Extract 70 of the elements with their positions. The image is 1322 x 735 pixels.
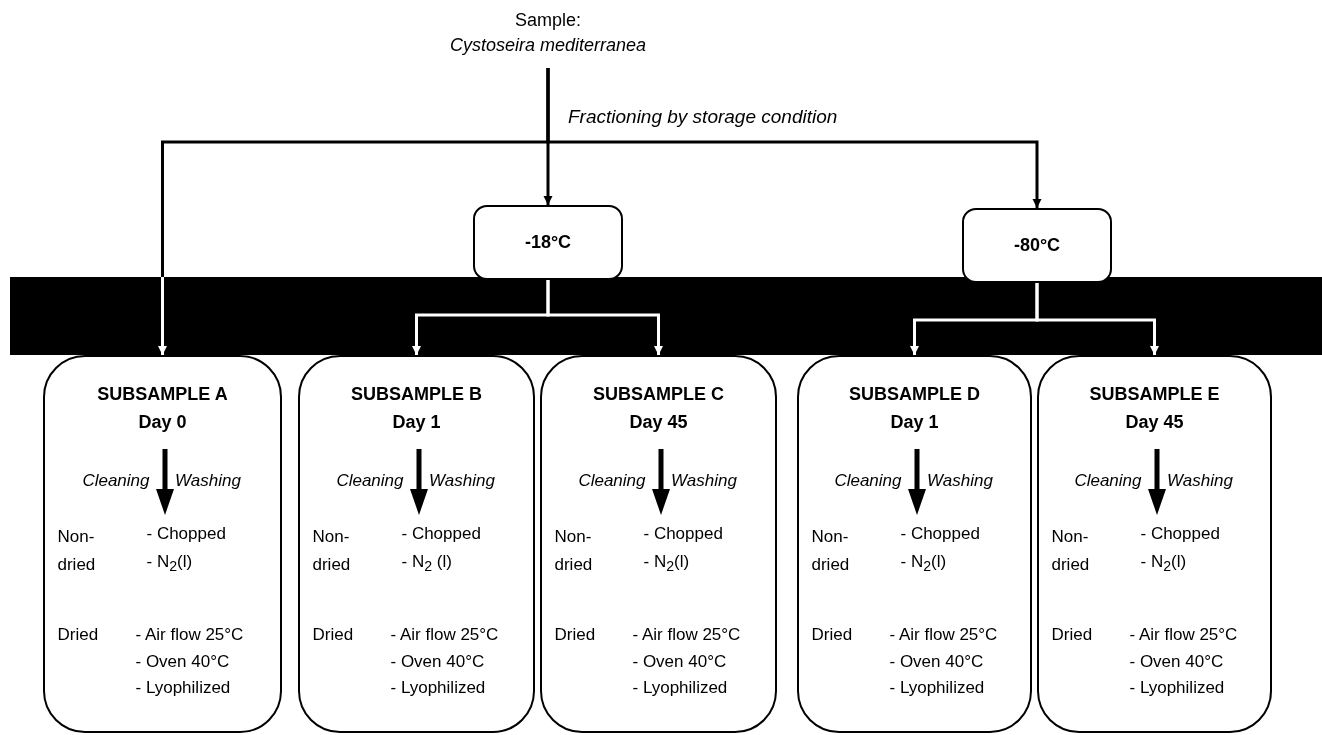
storage-box (962, 208, 1112, 283)
condition-label: Non-dried (1051, 526, 1091, 576)
arrow (1035, 283, 1159, 355)
treatment-item: - N$_{2}$(l) (900, 551, 947, 577)
treatment-item: - Chopped (1140, 523, 1220, 545)
step-label: Washing (429, 470, 495, 492)
condition-label: Dried (811, 624, 853, 646)
treatment-item: - Oven 40°C (1129, 651, 1224, 673)
day-label: Day 1 (391, 411, 442, 433)
subsample-card (1037, 355, 1272, 733)
arrow (546, 68, 1042, 208)
treatment-item: - Lyophilized (632, 677, 728, 699)
treatment-item: - Oven 40°C (889, 651, 984, 673)
arrow (546, 280, 663, 355)
treatment-item: - Oven 40°C (390, 651, 485, 673)
subsample-title: SUBSAMPLE A (96, 383, 229, 405)
treatment-item: - N$_{2}$ (l) (401, 551, 452, 577)
subsample-card (540, 355, 777, 733)
treatment-item: - Chopped (643, 523, 723, 545)
treatment-item: - Oven 40°C (135, 651, 230, 673)
treatment-item: - Chopped (146, 523, 226, 545)
condition-label: Non-dried (811, 526, 851, 576)
step-label: Cleaning (82, 470, 150, 492)
step-label: Cleaning (578, 470, 646, 492)
temperature-label: -80°C (1012, 234, 1062, 256)
condition-label: Non-dried (312, 526, 352, 576)
day-label: Day 45 (628, 411, 689, 433)
subsample-card (43, 355, 282, 733)
subsample-card (797, 355, 1032, 733)
condition-label: Non-dried (554, 526, 594, 576)
storage-box (473, 205, 623, 280)
subsample-title: SUBSAMPLE E (1088, 383, 1221, 405)
annotation-label: Fractioning by storage condition (568, 106, 838, 128)
condition-label: Dried (1051, 624, 1093, 646)
step-label: Washing (671, 470, 737, 492)
treatment-item: - Oven 40°C (632, 651, 727, 673)
treatment-item: - Lyophilized (135, 677, 231, 699)
condition-label: Dried (554, 624, 596, 646)
treatment-item: - Air flow 25°C (632, 624, 741, 646)
treatment-item: - Air flow 25°C (390, 624, 499, 646)
step-label: Washing (927, 470, 993, 492)
treatment-item: - Lyophilized (390, 677, 486, 699)
day-label: Day 0 (137, 411, 188, 433)
treatment-item: - Air flow 25°C (889, 624, 998, 646)
step-label: Washing (1167, 470, 1233, 492)
treatment-item: - Chopped (401, 523, 481, 545)
condition-label: Non-dried (57, 526, 97, 576)
treatment-item: - Air flow 25°C (1129, 624, 1238, 646)
subsample-title: SUBSAMPLE C (592, 383, 725, 405)
day-label: Day 1 (889, 411, 940, 433)
treatment-item: - Chopped (900, 523, 980, 545)
step-label: Washing (175, 470, 241, 492)
condition-label: Dried (312, 624, 354, 646)
condition-label: Dried (57, 624, 99, 646)
treatment-item: - N$_{2}$(l) (146, 551, 193, 577)
treatment-item: - N$_{2}$(l) (643, 551, 690, 577)
treatment-item: - Lyophilized (1129, 677, 1225, 699)
treatment-item: - N$_{2}$(l) (1140, 551, 1187, 577)
subsample-card (298, 355, 535, 733)
step-label: Cleaning (834, 470, 902, 492)
day-label: Day 45 (1124, 411, 1185, 433)
step-label: Cleaning (1074, 470, 1142, 492)
treatment-item: - Lyophilized (889, 677, 985, 699)
subsample-title: SUBSAMPLE B (350, 383, 483, 405)
step-label: Cleaning (336, 470, 404, 492)
sample-label: Cystoseira mediterranea (448, 34, 648, 56)
temperature-label: -18°C (523, 231, 573, 253)
subsample-title: SUBSAMPLE D (848, 383, 981, 405)
treatment-item: - Air flow 25°C (135, 624, 244, 646)
sample-label: Sample: (513, 9, 582, 31)
